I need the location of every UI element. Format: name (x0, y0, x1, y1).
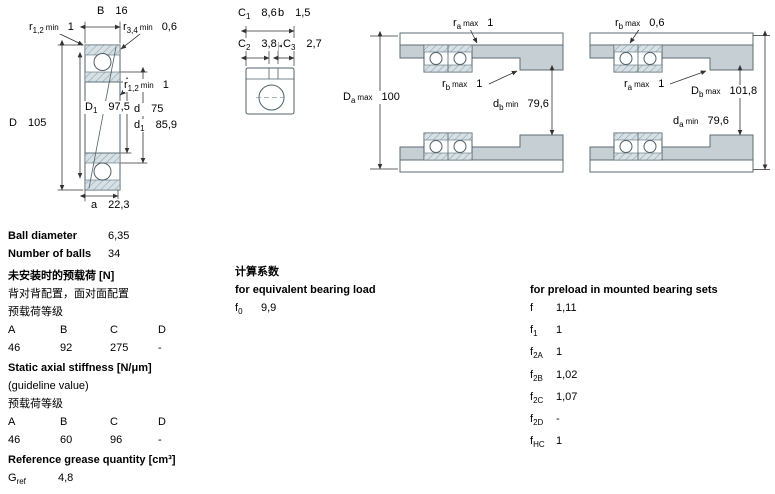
number-of-balls-row: Number of balls 34 (8, 245, 230, 263)
cell: 92 (60, 342, 73, 354)
cell: - (158, 342, 162, 354)
grease-row: Gref 4,8 (8, 469, 230, 491)
col-header: B (60, 324, 68, 336)
factor-symbol: f2B (530, 368, 543, 383)
factor-value: 1,02 (556, 368, 578, 381)
col-header: D (158, 324, 166, 336)
f0-value: 9,9 (261, 302, 277, 314)
stiffness-table: Static axial stiffness [N/μm] (guideline… (8, 359, 230, 449)
factor-row: fHC 1 (530, 432, 770, 454)
col-header: C (110, 416, 118, 428)
cell: 96 (110, 434, 123, 446)
grease-title: Reference grease quantity [cm³] (8, 454, 176, 466)
factor-symbol: f1 (530, 324, 538, 339)
preload-class-label: 预载荷等级 (8, 306, 63, 318)
bearing-cross-section-drawing (57, 21, 148, 202)
ball-diameter-row: Ball diameter 6,35 (8, 227, 230, 245)
number-of-balls-value: 34 (108, 248, 121, 260)
preload-table: 未安装时的预载荷 [N] 背对背配置，面对面配置 预载荷等级 A B C D 4… (8, 267, 230, 357)
preload-factors-title: for preload in mounted bearing sets (530, 284, 718, 296)
col-header: A (8, 416, 16, 428)
col-header: B (60, 416, 68, 428)
mounting-dimensions-drawing-a (370, 28, 564, 173)
cell: 46 (8, 342, 21, 354)
cell: 275 (110, 342, 129, 354)
factor-value: - (556, 412, 560, 425)
factor-row: f 1,11 (530, 299, 770, 321)
mounting-dimensions-drawing-b (589, 27, 770, 173)
calc-title: 计算系数 (235, 266, 279, 278)
stiffness-header-row: A B C D (8, 413, 230, 431)
col-header: C (110, 324, 118, 336)
number-of-balls-label: Number of balls (8, 248, 92, 260)
factor-row: f2B 1,02 (530, 366, 770, 388)
factor-symbol: f2C (530, 390, 544, 405)
equiv-load-title: for equivalent bearing load (235, 284, 376, 296)
cell: 60 (60, 434, 73, 446)
preload-header-row: A B C D (8, 321, 230, 339)
factor-symbol: fHC (530, 435, 545, 450)
ring-face-detail-drawing (240, 26, 295, 115)
factor-symbol: f2A (530, 346, 543, 361)
factor-row: f2C 1,07 (530, 388, 770, 410)
preload-subtitle: 背对背配置，面对面配置 (8, 288, 129, 300)
factor-symbol: f (530, 302, 534, 314)
factor-row: f1 1 (530, 321, 770, 343)
stiffness-class-label: 预载荷等级 (8, 398, 63, 410)
f0-symbol: f0 (235, 302, 243, 317)
cell: 46 (8, 434, 21, 446)
calc-factors-column: 计算系数 for equivalent bearing load f0 9,9 (235, 263, 465, 321)
specs-column: Ball diameter 6,35 Number of balls 34 未安装时… (8, 227, 230, 491)
ball-diameter-value: 6,35 (108, 230, 130, 242)
factor-value: 1,11 (556, 302, 577, 314)
factor-value: 1 (556, 324, 563, 337)
f0-row: f0 9,9 (235, 299, 465, 321)
preload-factors-column: for preload in mounted bearing sets f 1,1… (530, 281, 770, 454)
grease-section: Reference grease quantity [cm³] Gref 4,8 (8, 451, 230, 491)
preload-title: 未安装时的预载荷 [N] (8, 270, 115, 282)
factor-symbol: f2D (530, 412, 544, 428)
preload-value-row: 46 92 275 - (8, 339, 230, 357)
factor-value: 1,07 (556, 390, 578, 403)
grease-value: 4,8 (58, 472, 74, 484)
factor-value: 1 (556, 435, 563, 448)
grease-symbol: Gref (8, 472, 26, 487)
factor-row: f2A 1 (530, 343, 770, 365)
factor-row: f2D- (530, 410, 770, 432)
stiffness-value-row: 46 60 96 - (8, 431, 230, 449)
stiffness-subtitle: (guideline value) (8, 380, 89, 392)
cell: - (158, 434, 162, 446)
col-header: A (8, 324, 16, 336)
col-header: D (158, 416, 166, 428)
ball-diameter-label: Ball diameter (8, 230, 78, 242)
factor-value: 1 (556, 346, 563, 359)
stiffness-title: Static axial stiffness [N/μm] (8, 362, 152, 374)
